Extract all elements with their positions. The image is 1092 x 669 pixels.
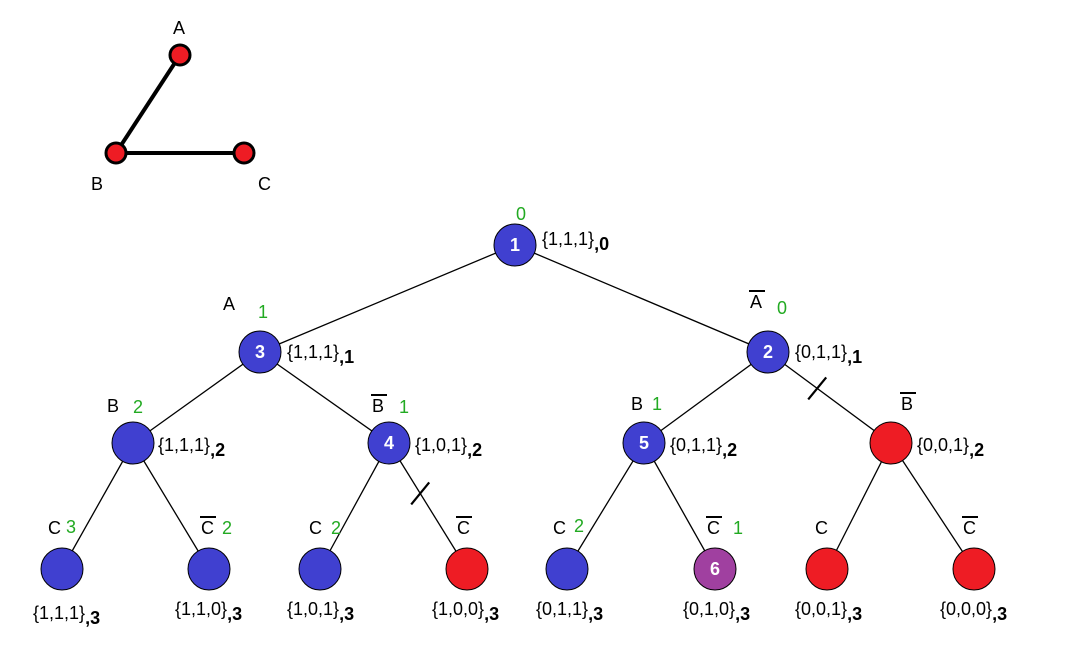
tree-edge-r-a [259, 244, 516, 353]
count-label-a: 1 [258, 302, 268, 322]
graph-edge-a-b [114, 53, 182, 155]
tree-node-anb [367, 421, 411, 465]
set-label-l5: {0,1,1},3 [536, 599, 603, 624]
tree-node-l3 [298, 547, 342, 591]
tree-node-number-a: 3 [255, 342, 265, 362]
tree-edges [61, 244, 975, 570]
set-label-l7: {0,0,1},3 [795, 599, 862, 624]
input-graph: A B C [91, 18, 271, 194]
set-label-l1: {1,1,1},3 [33, 603, 100, 628]
tree-node-l8 [952, 547, 996, 591]
count-label-l2: 2 [222, 518, 232, 538]
branch-label-l4: C [457, 518, 470, 538]
tree-edge-nanb-l8 [890, 442, 975, 570]
count-label-l3: 2 [331, 518, 341, 538]
tree-node-number-na: 2 [763, 342, 773, 362]
branch-label-a: A [223, 294, 235, 314]
tree-edge-ab-l1 [61, 442, 134, 570]
branch-label-l6: C [707, 518, 720, 538]
graph-vertex-c-label: C [258, 174, 271, 194]
set-label-l3: {1,0,1},3 [287, 599, 354, 624]
set-label-nab: {0,1,1},2 [670, 435, 737, 460]
tree-node-l4 [445, 547, 489, 591]
count-label-l6: 1 [733, 518, 743, 538]
graph-vertex-a-label: A [173, 18, 185, 38]
set-label-nanb: {0,0,1},2 [917, 435, 984, 460]
tree-node-l6 [693, 547, 737, 591]
tree-edge-r-na [514, 244, 769, 353]
branch-label-l7: C [815, 518, 828, 538]
branch-label-l5: C [553, 518, 566, 538]
set-label-ab: {1,1,1},2 [158, 435, 225, 460]
branch-label-l2: C [201, 518, 214, 538]
tree-node-number-anb: 4 [384, 433, 394, 453]
tree-edge-nanb-l7 [826, 442, 892, 570]
set-label-l8: {0,0,0},3 [940, 599, 1007, 624]
tree-node-nanb [869, 421, 913, 465]
branch-label-nanb: B [901, 394, 913, 414]
tree-edge-anb-l4 [388, 442, 468, 570]
tree-node-r [493, 223, 537, 267]
count-label-l5: 2 [574, 516, 584, 536]
tree-edge-na-nanb [767, 351, 892, 444]
tree-edge-ab-l2 [132, 442, 210, 570]
count-label-l1: 3 [66, 517, 76, 537]
tree-node-ab [111, 421, 155, 465]
set-label-l2: {1,1,0},3 [175, 599, 242, 624]
tree-node-l7 [805, 547, 849, 591]
pruned-mark-l4 [410, 481, 431, 506]
tree-node-a [238, 330, 282, 374]
set-label-a: {1,1,1},1 [287, 342, 354, 367]
tree-node-l5 [545, 547, 589, 591]
tree-node-nab [622, 421, 666, 465]
tree-edge-anb-l3 [319, 442, 390, 570]
pruned-mark-nanb [807, 376, 828, 401]
set-label-l6: {0,1,0},3 [683, 599, 750, 624]
tree-node-number-l6: 6 [710, 559, 720, 579]
branch-label-nab: B [631, 394, 643, 414]
set-label-r: {1,1,1},0 [542, 229, 609, 254]
tree-node-number-nab: 5 [639, 433, 649, 453]
tree-edge-a-ab [132, 351, 261, 444]
graph-vertex-b [104, 141, 128, 165]
tree-node-number-r: 1 [510, 235, 520, 255]
tree-edge-nab-l6 [643, 442, 716, 570]
branch-label-l8: C [963, 518, 976, 538]
count-label-nab: 1 [652, 394, 662, 414]
graph-vertex-b-label: B [91, 174, 103, 194]
count-label-r: 0 [516, 204, 526, 224]
graph-vertex-c [232, 141, 256, 165]
set-label-na: {0,1,1},1 [795, 342, 862, 367]
branch-label-anb: B [372, 396, 384, 416]
branch-label-l1: C [48, 518, 61, 538]
set-label-anb: {1,0,1},2 [415, 435, 482, 460]
tree-node-l2 [187, 547, 231, 591]
branch-label-ab: B [107, 396, 119, 416]
graph-vertex-a [168, 43, 192, 67]
branch-label-l3: C [309, 518, 322, 538]
set-label-l4: {1,0,0},3 [432, 599, 499, 624]
count-label-ab: 2 [133, 397, 143, 417]
tree-edge-na-nab [643, 351, 769, 444]
count-label-anb: 1 [399, 397, 409, 417]
branch-label-na: A [750, 292, 762, 312]
tree-node-na [746, 330, 790, 374]
tree-edge-a-anb [259, 351, 390, 444]
tree-node-l1 [40, 547, 84, 591]
tree-edge-nab-l5 [566, 442, 645, 570]
count-label-na: 0 [777, 298, 787, 318]
